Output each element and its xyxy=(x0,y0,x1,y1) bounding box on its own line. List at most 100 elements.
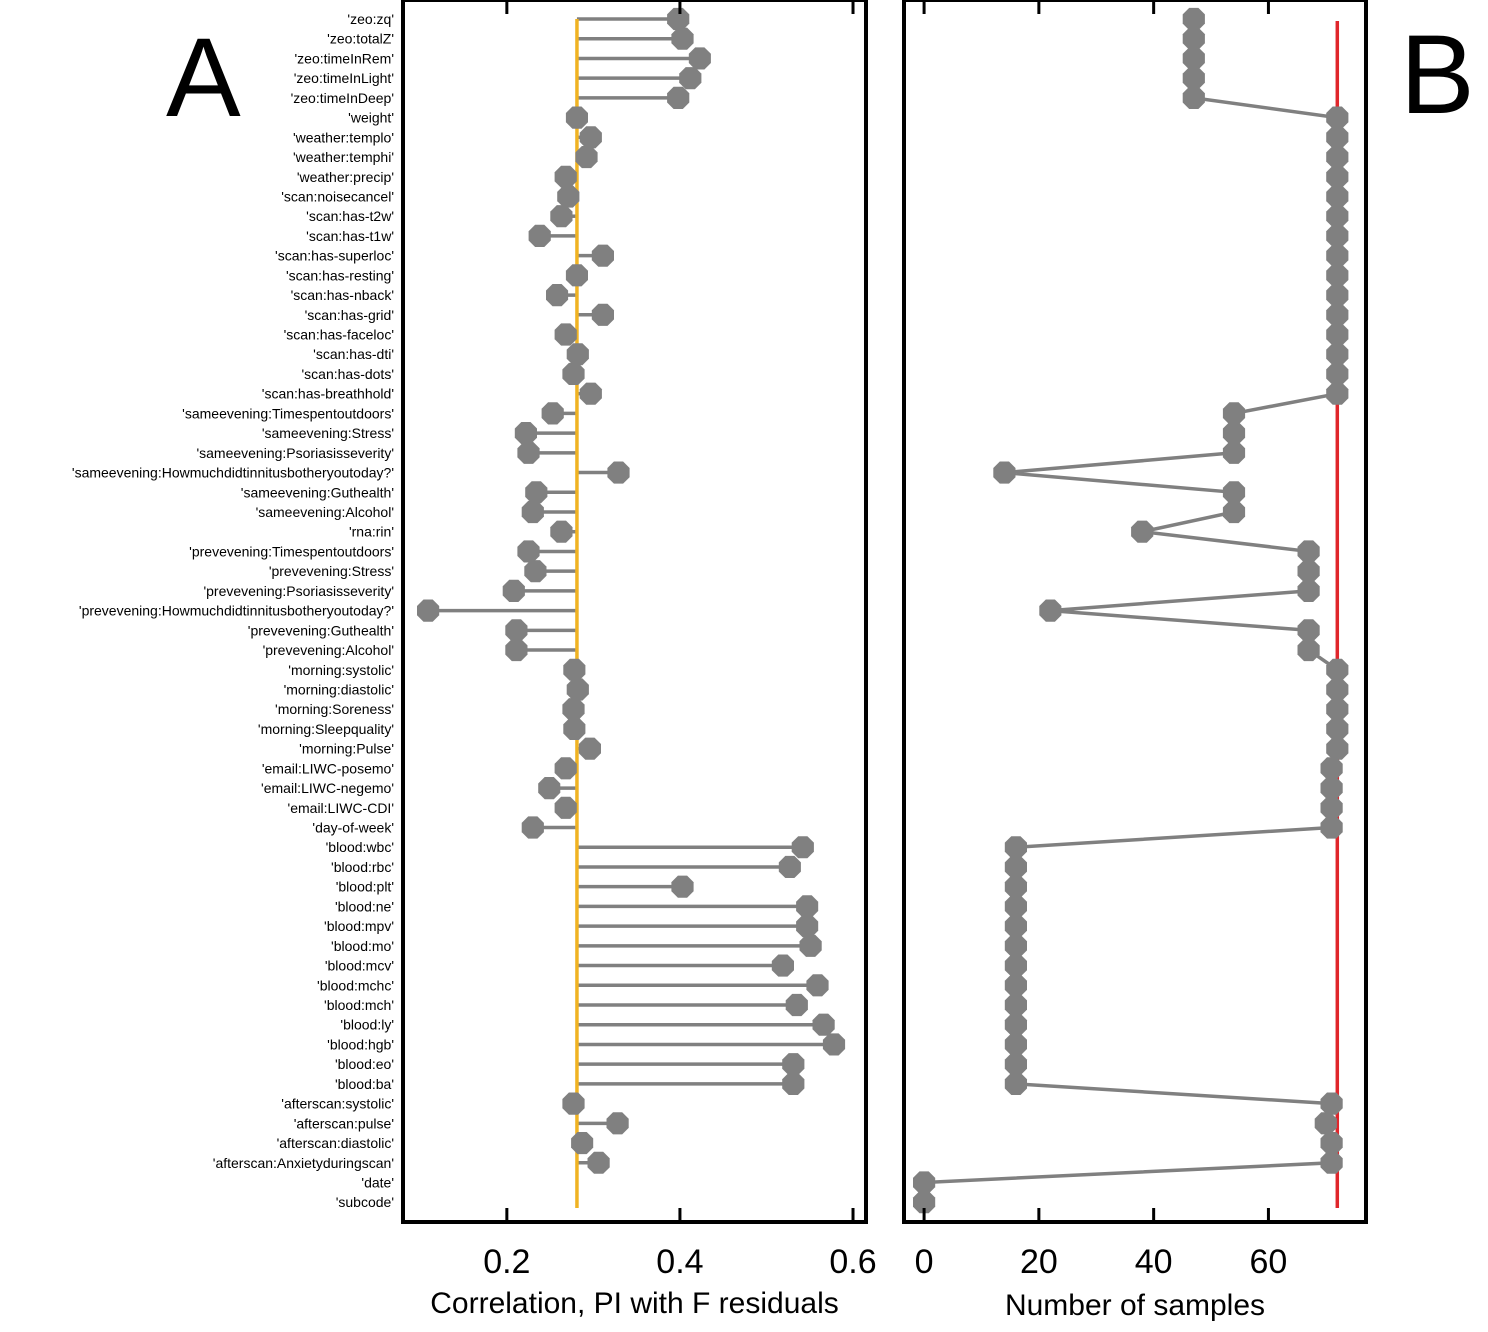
category-label: 'morning:Pulse' xyxy=(299,741,394,757)
data-point xyxy=(791,836,814,859)
data-point xyxy=(562,698,585,721)
data-point xyxy=(525,481,548,504)
category-label: 'blood:plt' xyxy=(336,879,394,895)
data-point xyxy=(554,757,577,780)
data-point xyxy=(796,915,819,938)
data-point xyxy=(579,126,602,149)
data-point xyxy=(1320,1132,1343,1155)
category-label: 'blood:ba' xyxy=(335,1076,394,1092)
data-point xyxy=(521,816,544,839)
category-label: 'scan:has-superloc' xyxy=(275,248,394,264)
category-label: 'blood:ly' xyxy=(340,1017,394,1033)
data-point xyxy=(1320,757,1343,780)
data-point xyxy=(587,1151,610,1174)
data-point xyxy=(679,67,702,90)
data-point xyxy=(1222,481,1246,504)
panel-a-category-labels: 'zeo:zq''zeo:totalZ''zeo:timeInRem''zeo:… xyxy=(72,11,394,1210)
data-point xyxy=(782,1072,805,1095)
data-point xyxy=(1297,579,1320,602)
data-point xyxy=(1222,402,1246,425)
category-label: 'prevevening:Guthealth' xyxy=(248,622,394,638)
data-point xyxy=(806,974,829,997)
category-label: 'morning:diastolic' xyxy=(284,682,394,698)
panel-letter-b: B xyxy=(1400,12,1475,137)
data-point xyxy=(517,540,540,563)
data-point xyxy=(1297,639,1320,662)
data-point xyxy=(1326,658,1349,681)
category-label: 'blood:mpv' xyxy=(324,918,394,934)
data-point xyxy=(1326,284,1349,307)
category-label: 'scan:noisecancel' xyxy=(281,189,394,205)
data-point xyxy=(591,244,614,267)
data-point xyxy=(1222,422,1246,445)
category-label: 'sameevening:Psoriasisseverity' xyxy=(196,445,394,461)
category-label: 'afterscan:pulse' xyxy=(294,1115,394,1131)
data-point xyxy=(557,185,580,208)
data-point xyxy=(1314,1112,1337,1135)
data-point xyxy=(502,579,525,602)
data-point xyxy=(1004,1072,1027,1095)
panel-a-stems xyxy=(428,17,834,1165)
category-label: 'blood:ne' xyxy=(335,898,394,914)
data-point xyxy=(517,441,540,464)
data-point xyxy=(541,402,564,425)
data-point xyxy=(1004,1033,1027,1056)
category-label: 'scan:has-breathhold' xyxy=(262,386,394,402)
category-label: 'email:LIWC-negemo' xyxy=(261,780,394,796)
tick-label: 0.4 xyxy=(656,1243,703,1281)
category-label: 'scan:has-grid' xyxy=(305,307,394,323)
panel-a-x-axis-title: Correlation, PI with F residuals xyxy=(430,1287,839,1320)
data-point xyxy=(1326,698,1349,721)
data-point xyxy=(1004,974,1027,997)
category-label: 'scan:has-resting' xyxy=(286,267,394,283)
data-point xyxy=(1326,717,1349,740)
category-label: 'afterscan:systolic' xyxy=(281,1096,394,1112)
data-point xyxy=(1320,1092,1343,1115)
category-label: 'scan:has-t1w' xyxy=(306,228,394,244)
data-point xyxy=(1326,185,1349,208)
category-label: 'blood:rbc' xyxy=(331,859,394,875)
category-label: 'weight' xyxy=(348,110,394,126)
data-point xyxy=(1326,165,1349,188)
category-label: 'email:LIWC-CDI' xyxy=(288,800,394,816)
category-label: 'rna:rin' xyxy=(349,524,394,540)
data-point xyxy=(1004,934,1027,957)
panel-a-frame xyxy=(401,0,868,1224)
data-point xyxy=(1326,205,1349,228)
data-point xyxy=(538,777,561,800)
data-point xyxy=(562,362,585,385)
category-label: 'weather:temphi' xyxy=(293,149,394,165)
data-point xyxy=(812,1013,835,1036)
data-point xyxy=(913,1171,936,1194)
data-point xyxy=(514,422,537,445)
data-point xyxy=(1326,106,1349,129)
data-point xyxy=(799,934,822,957)
category-label: 'sameevening:Howmuchdidtinnitusbotheryou… xyxy=(72,465,394,481)
data-point xyxy=(1326,146,1349,169)
data-point xyxy=(417,599,440,622)
data-point xyxy=(1326,244,1349,267)
category-label: 'morning:Soreness' xyxy=(275,701,394,717)
data-point xyxy=(1004,993,1027,1017)
category-label: 'blood:mchc' xyxy=(317,977,394,993)
data-point xyxy=(562,1092,585,1115)
data-point xyxy=(1182,67,1205,90)
data-point xyxy=(1182,47,1205,70)
data-point xyxy=(575,146,598,169)
category-label: 'blood:mch' xyxy=(324,997,394,1013)
data-point xyxy=(796,895,819,918)
category-label: 'email:LIWC-posemo' xyxy=(262,760,394,776)
data-point xyxy=(822,1033,846,1056)
category-label: 'date' xyxy=(361,1175,394,1191)
category-label: 'zeo:timeInLight' xyxy=(294,70,394,86)
data-point xyxy=(554,165,577,188)
data-point xyxy=(1004,875,1027,898)
data-point xyxy=(1320,1151,1343,1174)
category-label: 'sameevening:Stress' xyxy=(262,425,394,441)
data-point xyxy=(1326,126,1349,149)
data-point xyxy=(1182,86,1205,109)
data-point xyxy=(782,1053,805,1076)
